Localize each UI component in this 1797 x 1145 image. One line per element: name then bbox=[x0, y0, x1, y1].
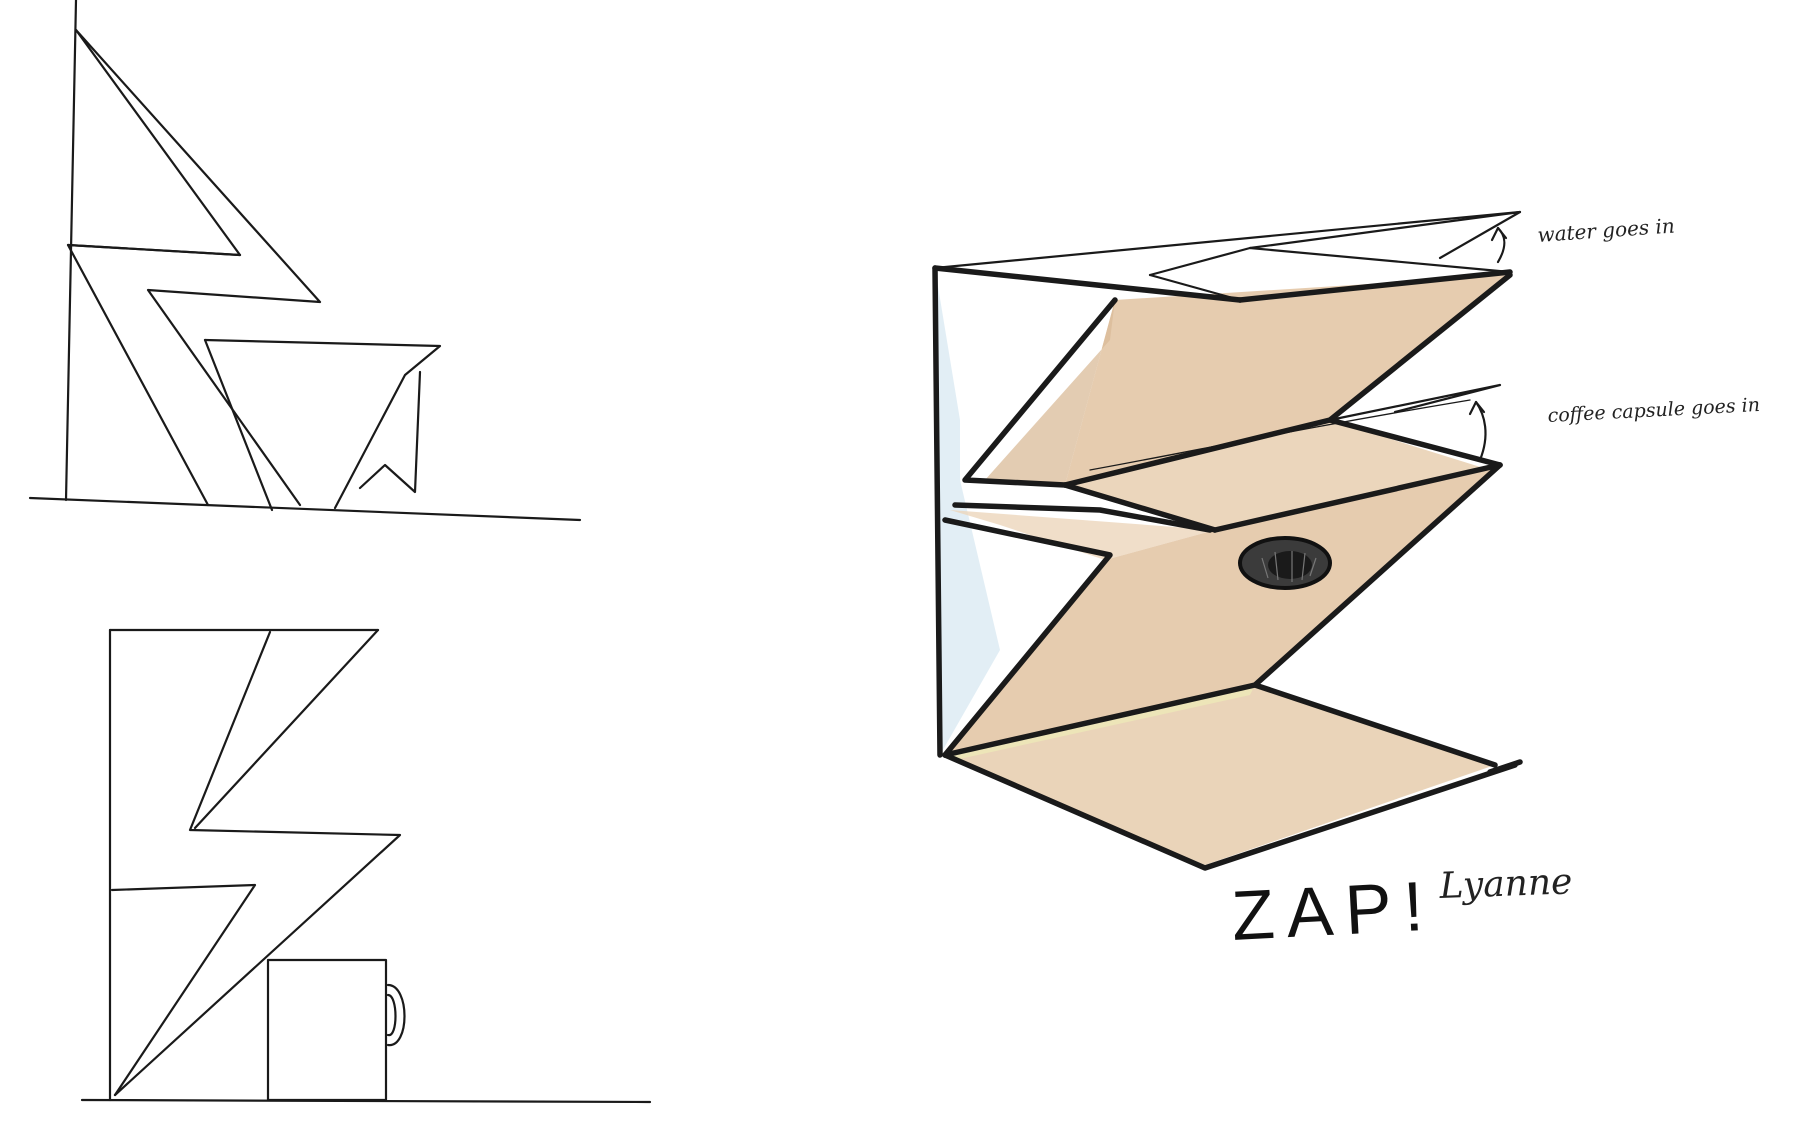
designer-signature: Lyanne bbox=[1438, 861, 1573, 907]
sketch-title: ZAP! bbox=[1230, 866, 1437, 955]
water-annotation: water goes in bbox=[1537, 213, 1676, 247]
side-view-sketch bbox=[30, 0, 580, 520]
capsule-annotation: coffee capsule goes in bbox=[1547, 394, 1760, 427]
front-view-sketch bbox=[82, 630, 650, 1102]
mug-sketch bbox=[268, 960, 386, 1100]
coffee-machine-sketch bbox=[935, 212, 1520, 868]
